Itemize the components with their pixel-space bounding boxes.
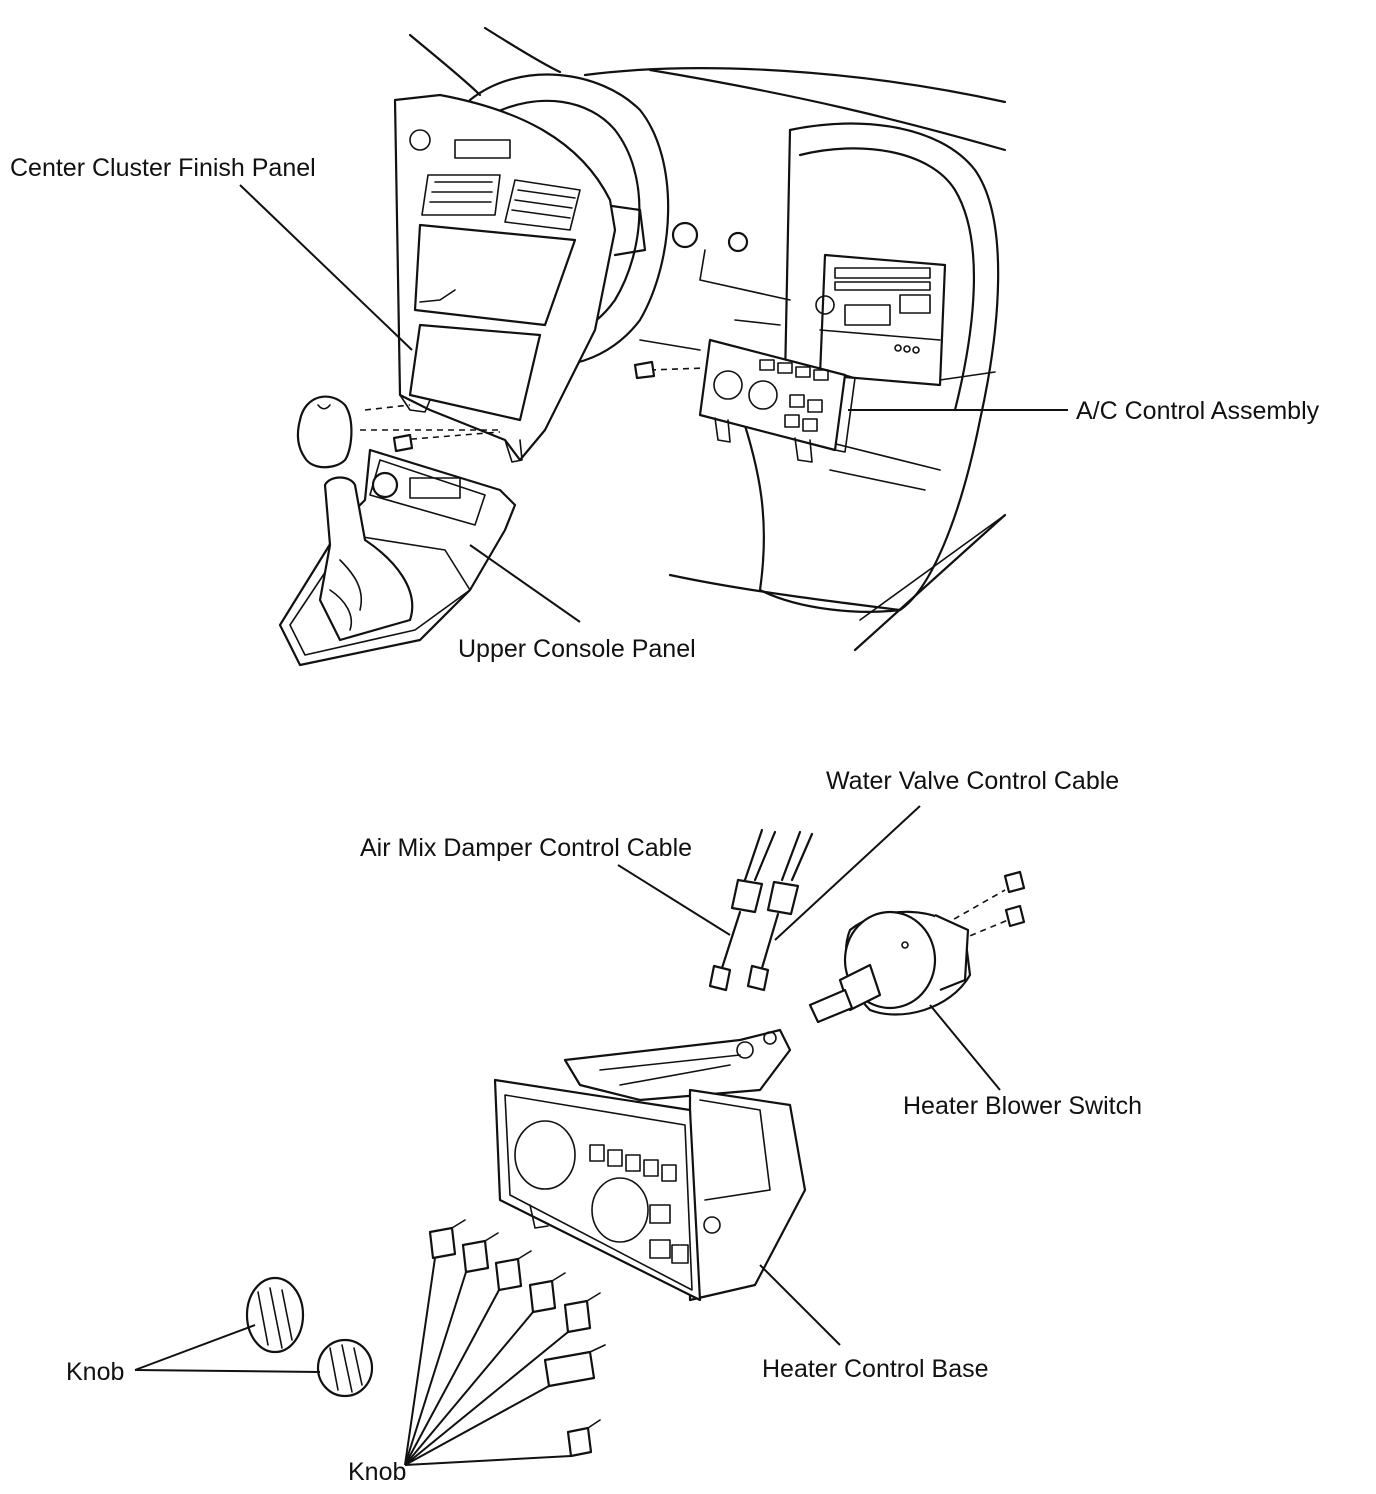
label-knob-push: Knob xyxy=(348,1458,406,1486)
rotary-knobs-part xyxy=(245,1276,374,1398)
shift-knob-part xyxy=(296,395,353,469)
label-upper-console-panel: Upper Console Panel xyxy=(458,635,696,663)
heater-control-illustration xyxy=(134,828,1026,1466)
heater-blower-switch-part xyxy=(808,910,972,1024)
label-ac-control-assembly: A/C Control Assembly xyxy=(1076,397,1320,425)
ac-control-assembly-part xyxy=(633,338,856,463)
push-knobs-part xyxy=(428,1219,606,1458)
label-water-valve-control-cable: Water Valve Control Cable xyxy=(826,767,1119,795)
label-center-cluster-finish-panel: Center Cluster Finish Panel xyxy=(10,154,316,182)
center-cluster-finish-panel-part xyxy=(393,93,617,463)
upper-console-panel-part xyxy=(278,448,517,667)
control-cables-part xyxy=(708,828,814,992)
label-air-mix-damper-control-cable: Air Mix Damper Control Cable xyxy=(360,834,692,862)
heater-control-base-part xyxy=(493,1028,807,1302)
dashboard-illustration xyxy=(278,26,1007,667)
label-knob-rotary: Knob xyxy=(66,1358,124,1386)
label-heater-control-base: Heater Control Base xyxy=(762,1355,989,1383)
label-heater-blower-switch: Heater Blower Switch xyxy=(903,1092,1142,1120)
